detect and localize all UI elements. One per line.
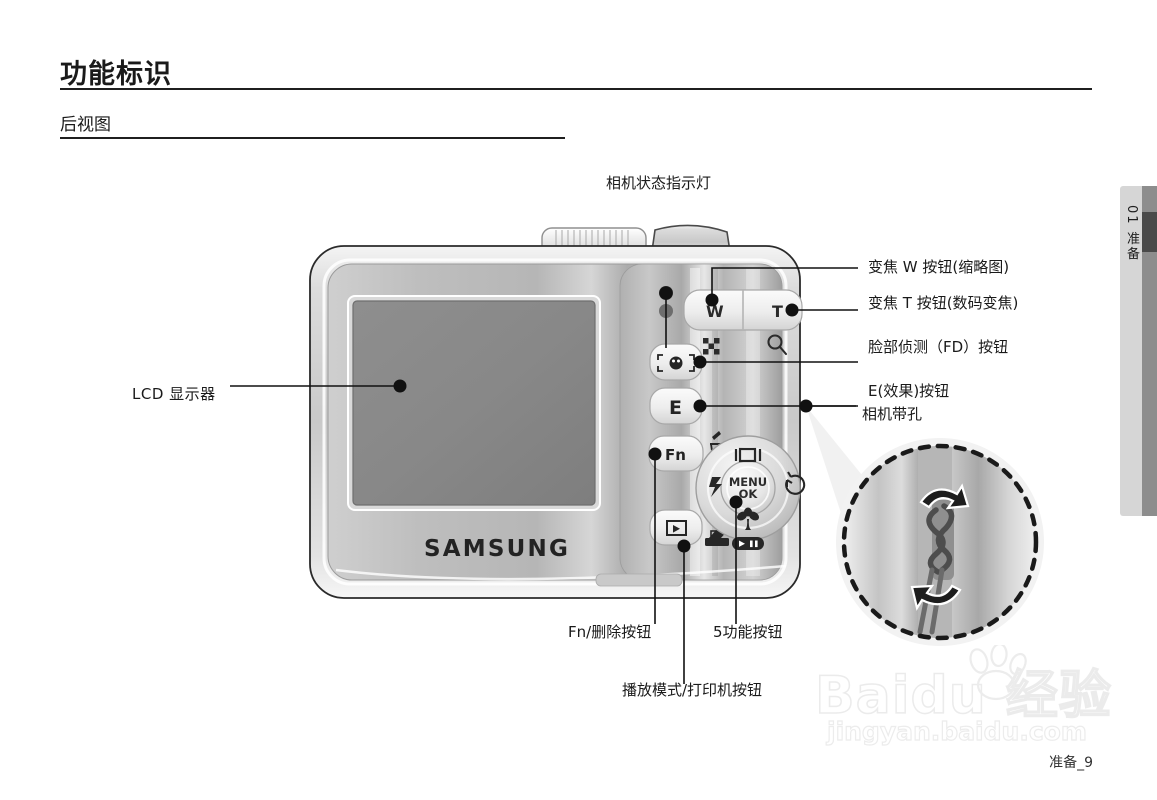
face-detect-button [649, 343, 703, 381]
play-pause-icon [732, 537, 764, 550]
callout-dots [393, 286, 813, 553]
fn-button: Fn [648, 435, 704, 472]
dot-zoom-w [705, 293, 719, 307]
strap-detail-circle [806, 406, 1044, 646]
side-tab-label: 01 准备 [1124, 205, 1139, 262]
side-tab-marker [1142, 212, 1157, 252]
section-subtitle: 后视图 [60, 115, 111, 135]
lcd-display [352, 300, 596, 506]
dot-fn [648, 447, 662, 461]
magnifier-icon [767, 334, 788, 356]
callout-effect: E(效果)按钮 [868, 382, 950, 400]
timer-icon [785, 471, 806, 495]
page-title: 功能标识 [60, 59, 172, 90]
zoom-rocker-button: W T [683, 289, 803, 331]
dot-face-detect [693, 355, 707, 369]
subtitle-divider [60, 137, 565, 139]
menu-ok-label-2: OK [739, 487, 759, 501]
callout-zoom-t: 变焦 T 按钮(数码变焦) [868, 294, 1019, 312]
page-footer: 准备_9 [1049, 755, 1093, 771]
callout-playback: 播放模式/打印机按钮 [622, 681, 763, 699]
callout-face-detect: 脸部侦测（FD）按钮 [868, 338, 1009, 356]
strap-arrow-upper [919, 483, 970, 510]
dot-effect [693, 399, 707, 413]
dot-zoom-t [785, 303, 799, 317]
callout-lines [230, 267, 858, 684]
playback-icon [666, 520, 687, 536]
callout-five-function: 5功能按钮 [713, 623, 783, 641]
flash-icon [709, 477, 722, 497]
side-tab [1120, 186, 1142, 516]
menu-ok-label-1: MENU [729, 475, 767, 489]
svg-text:E: E [669, 397, 682, 419]
brand-logo: SAMSUNG [424, 536, 570, 562]
callout-zoom-w: 变焦 W 按钮(缩略图) [868, 258, 1010, 276]
title-divider [60, 88, 1092, 90]
thumbnail-icon [703, 338, 720, 355]
dot-strap-hole [799, 399, 813, 413]
callout-status-lamp: 相机状态指示灯 [606, 174, 712, 192]
strap-arrow-lower [910, 584, 962, 611]
svg-text:Fn: Fn [665, 446, 686, 464]
callout-strap-hole: 相机带孔 [862, 405, 923, 423]
playback-button [649, 509, 703, 546]
dot-playback [677, 539, 691, 553]
svg-text:W: W [706, 302, 724, 321]
face-detect-icon [657, 354, 695, 372]
callout-lcd: LCD 显示器 [132, 385, 216, 403]
side-tab-bar [1142, 186, 1157, 516]
dot-lcd [393, 379, 407, 393]
dot-five-function [729, 495, 743, 509]
svg-text:T: T [772, 302, 783, 321]
callout-fn-delete: Fn/删除按钮 [568, 623, 652, 641]
dot-status-lamp [659, 286, 673, 300]
display-icon [734, 447, 762, 463]
macro-icon [736, 507, 760, 530]
camera-rear-view-figure: SAMSUNG W T [0, 150, 1157, 750]
effect-button: E [649, 387, 703, 425]
